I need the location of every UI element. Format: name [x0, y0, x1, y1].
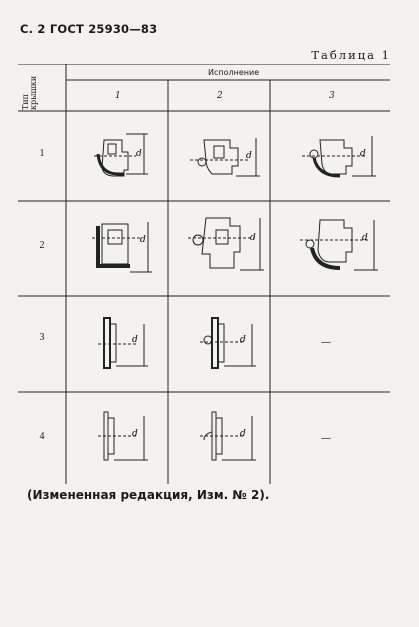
col-header-2: 2: [217, 91, 223, 101]
cell-empty-4-3: —: [321, 433, 331, 444]
cover-drawing-4-1: d: [98, 411, 148, 461]
table: Исполнение Тип крышки 1 2 3 1 2 3 4 d d: [18, 64, 390, 484]
cover-drawing-1-3: d: [302, 136, 376, 178]
cover-drawing-1-1: d: [94, 133, 148, 177]
svg-text:d: d: [360, 149, 366, 159]
svg-text:d: d: [250, 233, 256, 243]
svg-text:d: d: [240, 429, 246, 439]
page-header: С. 2 ГОСТ 25930—83: [20, 22, 158, 36]
revision-note: (Измененная редакция, Изм. № 2).: [27, 488, 270, 502]
dimension-d: d: [136, 149, 142, 159]
cell-empty-3-3: —: [321, 337, 331, 348]
cover-drawing-2-3: d: [300, 219, 378, 271]
row-type-4: 4: [39, 431, 45, 442]
cover-drawing-3-1: d: [98, 317, 148, 369]
svg-text:d: d: [140, 235, 146, 245]
col-group-header: Исполнение: [208, 68, 260, 77]
row-type-1: 1: [39, 148, 45, 159]
svg-text:d: d: [132, 335, 138, 345]
svg-text:d: d: [362, 233, 368, 243]
cover-drawing-1-2: d: [190, 138, 260, 177]
svg-text:d: d: [240, 335, 246, 345]
col-header-3: 3: [329, 91, 335, 101]
row-type-2: 2: [39, 240, 45, 251]
col-header-1: 1: [115, 91, 121, 101]
cover-drawing-2-1: d: [92, 222, 152, 273]
svg-text:d: d: [132, 429, 138, 439]
cover-drawing-3-2: d: [200, 317, 256, 369]
cover-drawing-4-2: d: [200, 411, 256, 461]
row-type-3: 3: [39, 332, 45, 343]
table-label: Таблица 1: [311, 48, 391, 62]
cover-drawing-2-2: d: [188, 217, 264, 271]
table-grid: [18, 64, 390, 484]
row-header: Тип крышки: [21, 75, 38, 110]
svg-text:d: d: [246, 151, 252, 161]
